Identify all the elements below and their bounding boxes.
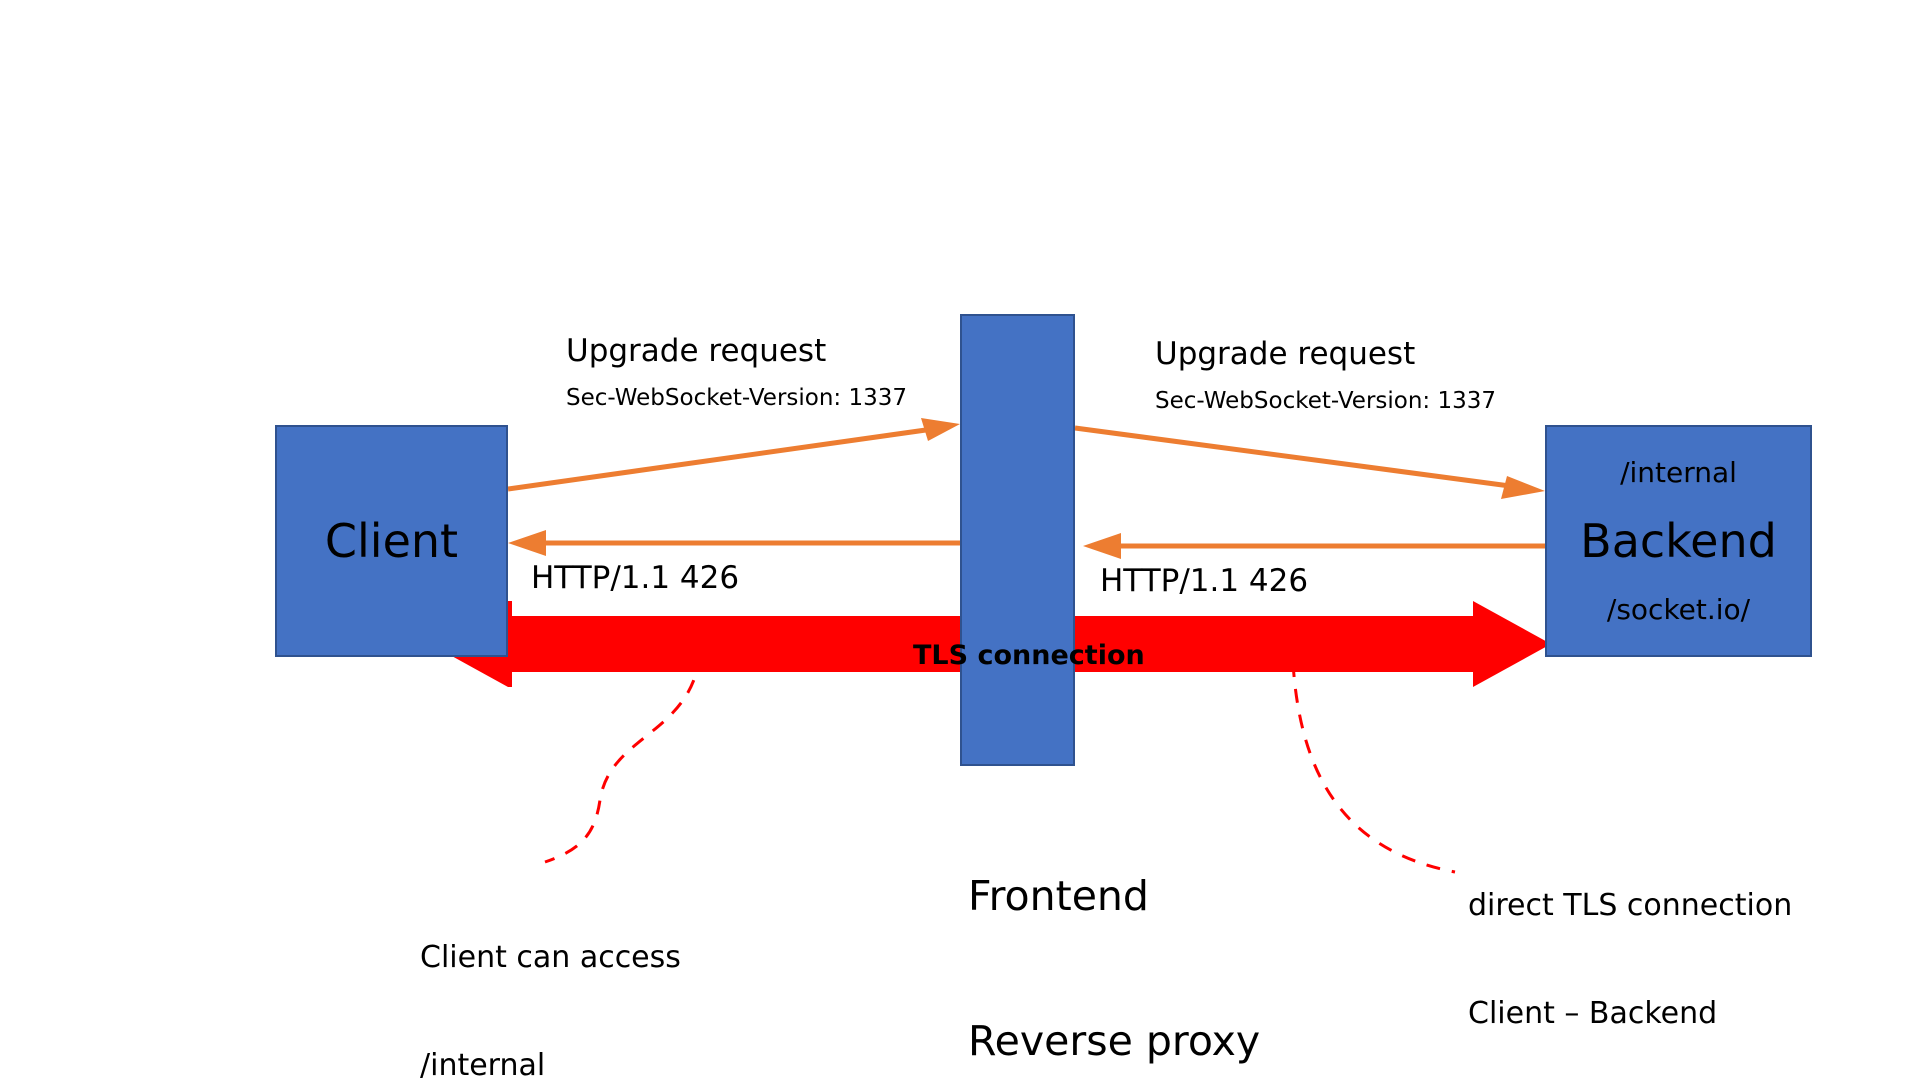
annotation-left-line1: Client can access <box>420 940 681 975</box>
annotation-connector-left <box>544 654 702 864</box>
annotation-right-line2: Client – Backend <box>1468 996 1718 1031</box>
node-backend-bottom-path: /socket.io/ <box>1606 592 1751 626</box>
annotation-left-line2: /internal <box>420 1048 546 1080</box>
node-frontend-proxy[interactable] <box>960 314 1075 766</box>
caption-frontend-line1: Frontend <box>968 871 1149 920</box>
caption-frontend-proxy: Frontend Reverse proxy (vulnerable) <box>968 775 1260 1080</box>
annotation-connector-right <box>1291 662 1456 874</box>
label-sec-websocket-version-right: Sec-WebSocket-Version: 1337 <box>1155 388 1497 414</box>
arrow-upgrade-proxy-to-backend <box>1074 425 1545 499</box>
node-client[interactable]: Client <box>275 425 508 657</box>
label-sec-websocket-version-left: Sec-WebSocket-Version: 1337 <box>566 385 908 411</box>
node-backend-label: Backend <box>1580 514 1777 568</box>
label-upgrade-request-left: Upgrade request <box>566 333 827 369</box>
label-http-426-left: HTTP/1.1 426 <box>531 560 740 596</box>
node-client-label: Client <box>324 513 459 568</box>
annotation-right-line1: direct TLS connection <box>1468 888 1793 923</box>
label-http-426-right: HTTP/1.1 426 <box>1100 563 1309 599</box>
arrow-response-proxy-to-client <box>508 530 960 556</box>
caption-frontend-line2: Reverse proxy <box>968 1016 1261 1065</box>
label-upgrade-request-right: Upgrade request <box>1155 336 1416 372</box>
arrow-response-backend-to-proxy <box>1083 533 1545 559</box>
label-tls-connection: TLS connection <box>913 640 1145 671</box>
annotation-left: Client can access /internal <box>420 868 681 1080</box>
arrow-upgrade-client-to-proxy <box>507 418 960 492</box>
node-backend-top-path: /internal <box>1620 455 1737 489</box>
node-backend[interactable]: /internal Backend /socket.io/ <box>1545 425 1812 657</box>
annotation-right: direct TLS connection Client – Backend n… <box>1468 816 1792 1080</box>
